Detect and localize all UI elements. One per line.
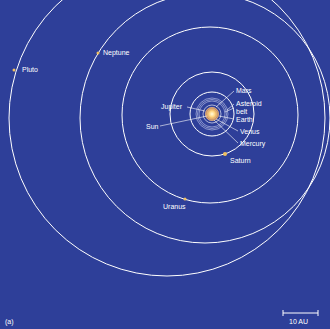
leader-lines xyxy=(160,91,238,143)
planet-label: Uranus xyxy=(163,203,186,211)
region-label: Asteroid belt xyxy=(236,100,266,116)
uranus-dot xyxy=(184,198,187,201)
jupiter-orbit xyxy=(190,92,234,136)
planet-label: Pluto xyxy=(22,66,38,74)
saturn-dot xyxy=(223,152,227,156)
planet-label: Mercury xyxy=(240,140,265,148)
planet-label: Mars xyxy=(236,87,252,95)
planet-label: Saturn xyxy=(230,157,251,165)
pluto-orbit xyxy=(9,0,325,276)
panel-label: (a) xyxy=(5,318,14,326)
neptune-dot xyxy=(97,52,100,55)
planet-label: Venus xyxy=(240,128,259,136)
scale-bar xyxy=(283,310,318,316)
planet-label: Jupiter xyxy=(161,103,182,111)
earth-orbit xyxy=(206,108,219,121)
neptune-orbit xyxy=(80,0,330,243)
uranus-orbit xyxy=(122,27,298,203)
sun xyxy=(205,107,219,121)
scale-label: 10 AU xyxy=(289,318,308,326)
planet-label: Earth xyxy=(236,116,253,124)
planet-label: Neptune xyxy=(103,49,129,57)
star-label: Sun xyxy=(146,123,158,131)
asteroid-belt xyxy=(196,98,228,130)
pluto-dot xyxy=(13,69,16,72)
